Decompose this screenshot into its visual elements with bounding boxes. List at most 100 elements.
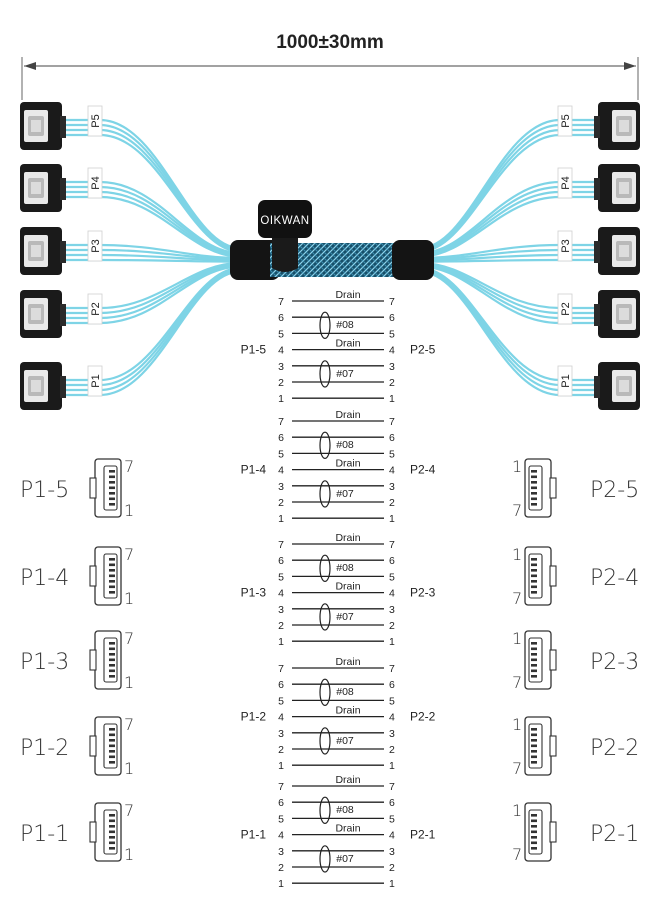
twisted-pair-marker: [319, 603, 331, 631]
pin-number-left: 1: [278, 513, 284, 525]
pin-number-right: 1: [389, 513, 395, 525]
brand-label: OIKWAN: [260, 215, 309, 227]
left-wire: [62, 264, 241, 320]
pin-number-right: 5: [389, 571, 395, 583]
right-wire: [419, 123, 598, 251]
pin-number-left: 4: [278, 465, 284, 477]
port-tag: P1: [87, 365, 103, 397]
right-wire: [419, 118, 598, 250]
left-connector-pinout: P1-171: [20, 801, 134, 864]
group-label-left: P1-3: [241, 586, 267, 600]
right-wire: [419, 265, 598, 325]
right-boot: [392, 240, 434, 280]
pin-number-left: 2: [278, 862, 284, 874]
pin-number-left: 4: [278, 588, 284, 600]
pin-number-left: 7: [278, 296, 284, 308]
pin-number-right: 3: [389, 846, 395, 858]
connector-label: P1-3: [20, 650, 69, 675]
connector-label: P2-3: [590, 650, 639, 675]
port-tag-label: P4: [90, 176, 102, 189]
left-connector-pinout: P1-271: [20, 715, 134, 778]
pin-number-right: 5: [389, 448, 395, 460]
twisted-pair-marker: [319, 311, 331, 339]
pin-number-right: 7: [389, 781, 395, 793]
pair-label: #07: [336, 488, 354, 500]
pin-number-right: 4: [389, 345, 395, 357]
dimension-label: 1000±30mm: [276, 32, 384, 53]
group-label-right: P2-4: [410, 463, 436, 477]
port-tag: P3: [87, 230, 103, 262]
cable-wires: [62, 118, 598, 397]
pair-label: #08: [336, 686, 354, 698]
drain-label: Drain: [335, 532, 360, 544]
group-label-left: P1-5: [241, 343, 267, 357]
twisted-pair-marker: [319, 727, 331, 755]
group-label-left: P1-4: [241, 463, 267, 477]
right-wire: [419, 243, 598, 260]
drain-label: Drain: [335, 338, 360, 350]
sata-pinout-icon: [89, 630, 122, 690]
sata-pinout-icon: [89, 716, 122, 776]
sata-plug: [20, 227, 66, 275]
right-wire: [419, 261, 598, 310]
pin-number-right: 6: [389, 797, 395, 809]
pin-number-right: 4: [389, 712, 395, 724]
right-wire: [419, 270, 598, 397]
twisted-pair-marker: [319, 360, 331, 388]
pin-number-right: 4: [389, 588, 395, 600]
pin-number-left: 7: [278, 416, 284, 428]
pin-number-right: 2: [389, 744, 395, 756]
pin-top-label: 7: [124, 629, 134, 648]
left-wire: [62, 266, 241, 382]
left-connector-pinout: P1-571: [20, 457, 134, 520]
pin-number-right: 3: [389, 728, 395, 740]
sata-plug: [20, 362, 66, 410]
group-label-left: P1-1: [241, 828, 267, 842]
connector-label: P1-5: [20, 478, 69, 503]
pin-number-left: 4: [278, 345, 284, 357]
connector-label: P2-4: [590, 566, 639, 591]
pin-number-right: 1: [389, 760, 395, 772]
twisted-pair-marker: [319, 480, 331, 508]
dimension-annotation: 1000±30mm: [21, 32, 639, 100]
pin-number-right: 6: [389, 555, 395, 567]
left-boot: [230, 240, 280, 280]
port-tag-label: P4: [560, 176, 572, 189]
left-wire: [62, 190, 241, 257]
left-wire: [62, 180, 241, 255]
sata-pinout-icon: [524, 546, 557, 606]
connector-label: P2-1: [590, 822, 639, 847]
pin-number-right: 6: [389, 312, 395, 324]
pin-number-right: 2: [389, 862, 395, 874]
pin-bottom-label: 1: [124, 759, 134, 778]
connector-label: P1-1: [20, 822, 69, 847]
sata-plug: [20, 290, 66, 338]
pin-number-right: 6: [389, 432, 395, 444]
pin-number-left: 3: [278, 728, 284, 740]
pin-number-left: 5: [278, 448, 284, 460]
left-wire: [62, 268, 241, 387]
left-wire: [62, 258, 241, 263]
pin-number-left: 3: [278, 361, 284, 373]
right-wire: [419, 258, 598, 263]
port-tag: P5: [557, 105, 573, 137]
pin-number-left: 7: [278, 539, 284, 551]
port-tag-label: P1: [90, 374, 102, 387]
pin-number-left: 2: [278, 497, 284, 509]
pin-number-right: 7: [389, 296, 395, 308]
sata-plug: [594, 290, 640, 338]
right-sata-connectors: [594, 102, 640, 410]
pin-number-left: 6: [278, 312, 284, 324]
pin-number-left: 6: [278, 679, 284, 691]
pin-number-right: 7: [389, 539, 395, 551]
port-tag-label: P5: [560, 114, 572, 127]
left-wire: [62, 195, 241, 258]
left-wire: [62, 123, 241, 251]
port-tag-label: P2: [560, 302, 572, 315]
pair-label: #07: [336, 611, 354, 623]
brand-tag-strap: [272, 234, 298, 272]
